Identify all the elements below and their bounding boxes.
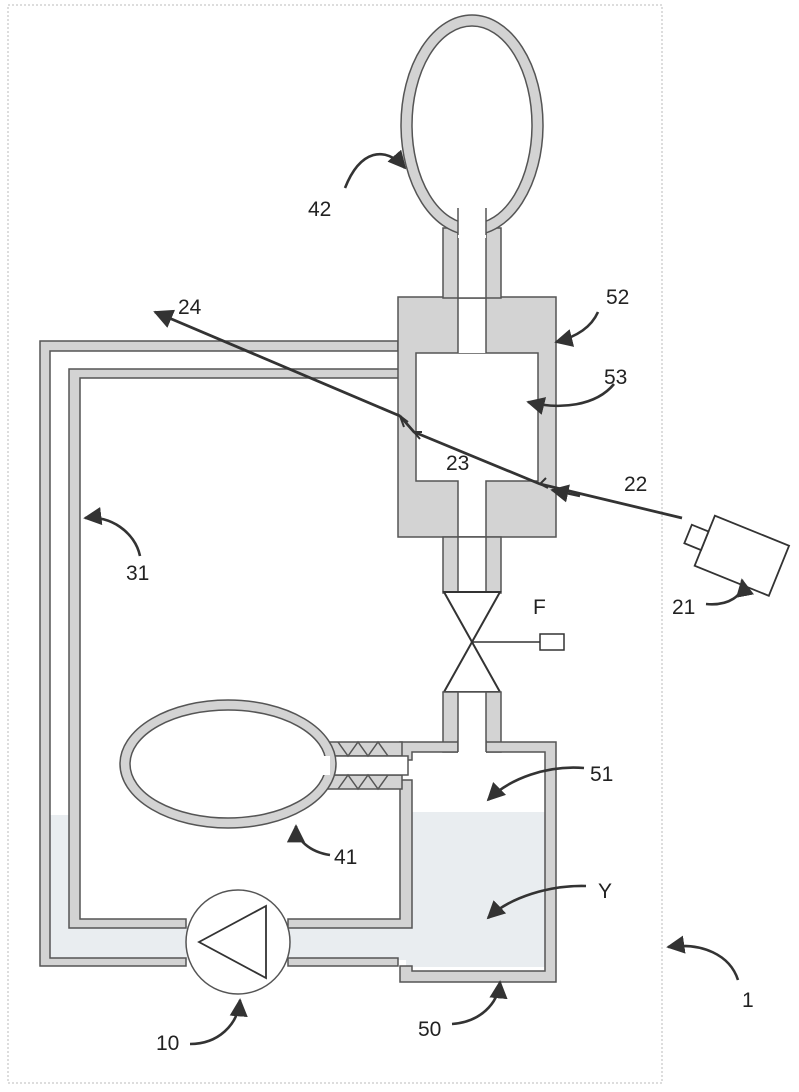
label-F: F	[533, 596, 546, 619]
label-41: 41	[334, 846, 357, 869]
label-Y: Y	[598, 880, 612, 903]
return-pipe-outer	[40, 341, 398, 966]
lower-bulb	[120, 700, 336, 828]
label-10: 10	[156, 1032, 179, 1055]
valve	[444, 592, 564, 692]
pump-inlet-pipe	[288, 958, 398, 966]
upper-bulb	[401, 15, 543, 238]
label-21: 21	[672, 596, 695, 619]
return-pipe-inner	[69, 369, 414, 928]
label-52: 52	[606, 286, 629, 309]
valve-upper-pipe	[443, 537, 501, 593]
label-24: 24	[178, 296, 202, 319]
label-22: 22	[624, 473, 647, 496]
label-50: 50	[418, 1018, 441, 1041]
label-1: 1	[742, 989, 754, 1012]
label-23: 23	[446, 452, 469, 475]
valve-actuator-icon	[540, 634, 564, 650]
pump	[186, 890, 290, 994]
label-51: 51	[590, 763, 613, 786]
light-source	[678, 509, 789, 596]
label-42: 42	[308, 198, 331, 221]
upper-chamber	[398, 297, 556, 537]
label-53: 53	[604, 366, 627, 389]
label-31: 31	[126, 562, 149, 585]
